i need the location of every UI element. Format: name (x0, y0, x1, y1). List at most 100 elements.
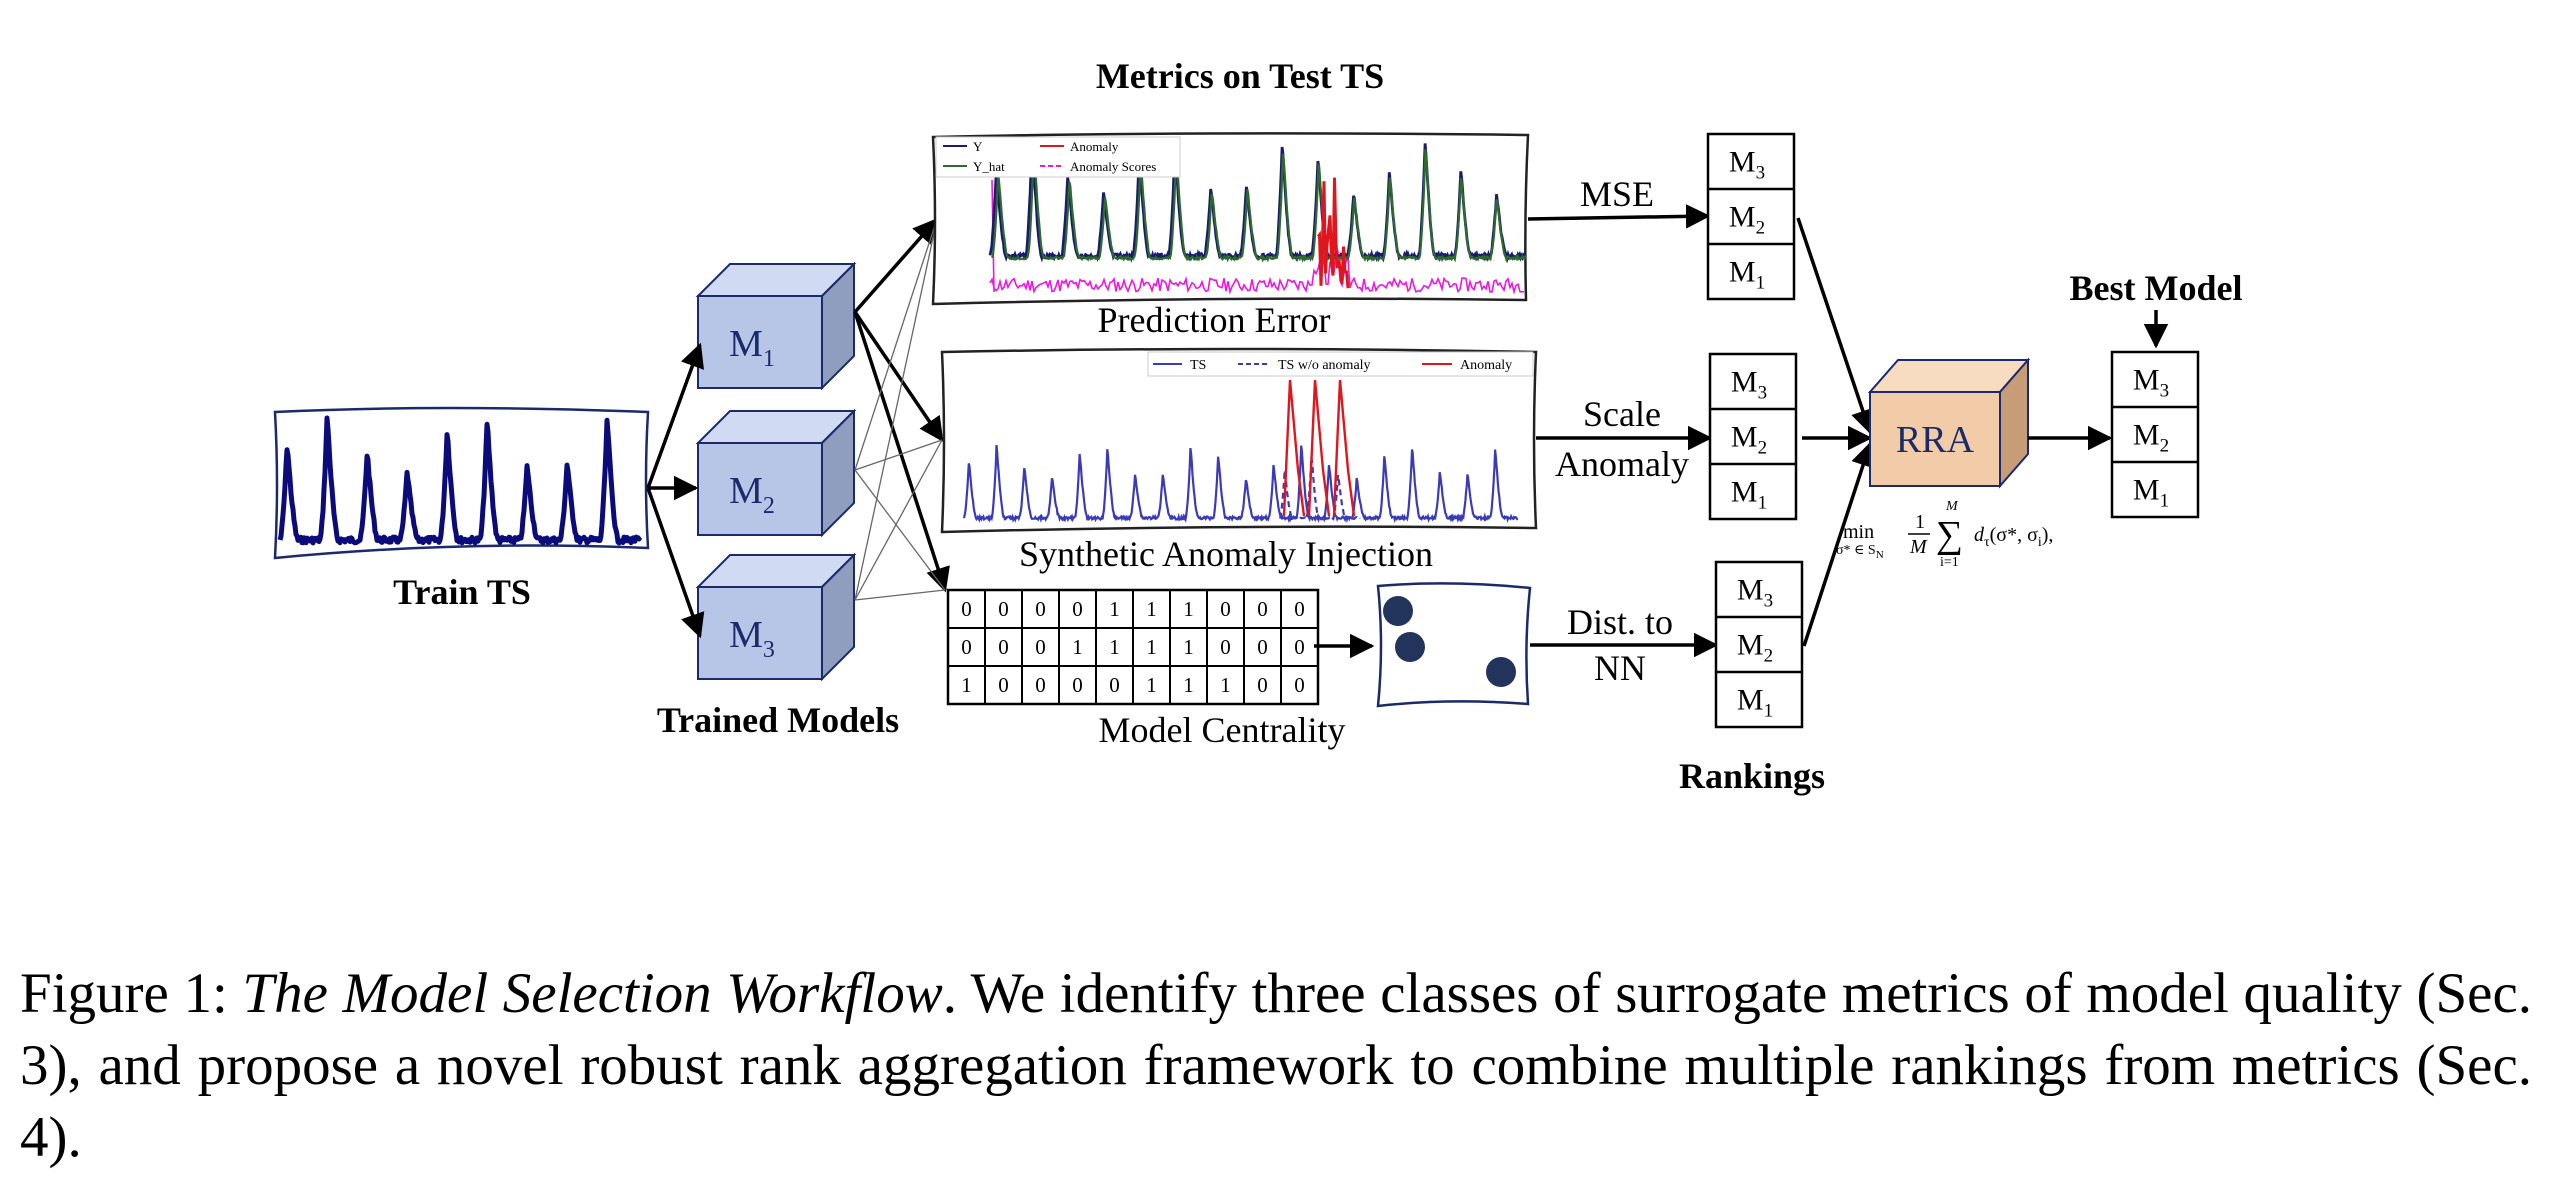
legend-anomaly-scores: Anomaly Scores (1070, 159, 1156, 174)
matrix-value: 0 (1035, 673, 1046, 697)
trained-models-label: Trained Models (657, 700, 899, 740)
prediction-error-legend: Y Y_hat Anomaly Anomaly Scores (935, 136, 1181, 178)
workflow-figure: Train TS M1 M2 M3 Trained Models (273, 56, 2243, 796)
ranking-entry: M3 (2133, 364, 2169, 402)
train-ts-frame (273, 406, 650, 560)
matrix-value: 1 (1220, 673, 1231, 697)
matrix-value: 0 (1294, 635, 1305, 659)
prediction-error-label: Prediction Error (1098, 300, 1331, 340)
formula-min: min (1843, 521, 1874, 543)
ranking-entry: M1 (1729, 256, 1765, 294)
legend-anomaly: Anomaly (1070, 139, 1119, 154)
formula-frac-den: M (1909, 536, 1928, 558)
metrics-title: Metrics on Test TS (1096, 56, 1384, 96)
ranking-entry: M3 (1737, 574, 1773, 612)
train-ts-panel (273, 406, 650, 560)
embedding-point (1395, 632, 1425, 662)
legend-ts-wo-anomaly: TS w/o anomaly (1278, 358, 1371, 373)
embedding-point (1486, 657, 1516, 687)
train-ts-label: Train TS (393, 572, 531, 612)
matrix-value: 1 (1109, 635, 1120, 659)
matrix-value: 0 (1257, 635, 1268, 659)
model-cube-1: M1 (695, 261, 857, 391)
model-to-metric-arrows (853, 218, 950, 593)
matrix-value: 0 (1072, 673, 1083, 697)
synthetic-legend: TS TS w/o anomaly Anomaly (1147, 351, 1534, 377)
model-centrality-label: Model Centrality (1099, 710, 1346, 750)
matrix-value: 0 (1257, 673, 1268, 697)
model-cube-2: M2 (695, 408, 857, 538)
legend-y-hat: Y_hat (973, 159, 1005, 174)
matrix-value: 0 (998, 635, 1009, 659)
matrix-value: 1 (1183, 597, 1194, 621)
caption-prefix: Figure 1: (20, 962, 243, 1025)
model-cube-3-label: M3 (729, 614, 775, 663)
formula-sum-top: M (1945, 499, 1959, 514)
synthetic-anomaly-plot: TS TS w/o anomaly Anomaly (940, 347, 1538, 534)
matrix-value: 0 (1220, 635, 1231, 659)
legend-y: Y (973, 139, 983, 154)
matrix-cell: 0 (1280, 665, 1319, 705)
matrix-value: 1 (1146, 597, 1157, 621)
matrix-value: 1 (1146, 635, 1157, 659)
legend-ts: TS (1190, 358, 1206, 373)
ranking-entry: M2 (1729, 201, 1765, 239)
matrix-value: 1 (1146, 673, 1157, 697)
rra-formula: min σ* ∈ SN 1 M M ∑ i=1 dτ(σ*, σi), (1836, 499, 2053, 570)
embedding-point (1383, 596, 1413, 626)
model-cube-1-label: M1 (729, 323, 775, 372)
injected-anomaly-trace (1282, 379, 1356, 517)
rankings-label: Rankings (1679, 756, 1825, 796)
matrix-value: 0 (1220, 597, 1231, 621)
formula-term: dτ(σ*, σi), (1974, 524, 2053, 550)
matrix-value: 0 (961, 635, 972, 659)
formula-under: σ* ∈ SN (1836, 543, 1884, 561)
formula-frac-num: 1 (1915, 511, 1925, 533)
matrix-value: 0 (1035, 635, 1046, 659)
metric-mse-label: MSE (1580, 174, 1654, 214)
matrix-value: 0 (1257, 597, 1268, 621)
legend-anomaly: Anomaly (1460, 358, 1512, 373)
metric-anomaly-label: Anomaly (1555, 444, 1689, 484)
matrix-value: 0 (998, 673, 1009, 697)
ranking-entry: M3 (1731, 366, 1767, 404)
model-to-metric-thin-arrows (854, 221, 946, 601)
matrix-value: 0 (1072, 597, 1083, 621)
caption-body: . We identify three classes of surrogate… (20, 962, 2532, 1169)
trained-models: M1 M2 M3 (695, 261, 857, 682)
formula-sum: ∑ (1936, 514, 1963, 556)
anomaly-trace (1316, 177, 1350, 289)
ranking-to-rra-arrows (1796, 217, 1875, 647)
matrix-value: 0 (1294, 673, 1305, 697)
metric-nn-label: NN (1594, 648, 1646, 688)
ranking-entry: M2 (2133, 419, 2169, 457)
ranking-entry: M2 (1737, 629, 1773, 667)
model-cube-3: M3 (695, 552, 857, 682)
y-hat-trace (990, 149, 1527, 263)
caption-title: The Model Selection Workflow (242, 962, 943, 1025)
matrix-value: 0 (1035, 597, 1046, 621)
matrix-value: 1 (961, 673, 972, 697)
ranking-entry: M3 (1729, 146, 1765, 184)
ranking-entry: M1 (2133, 474, 2169, 512)
figure-caption: Figure 1: The Model Selection Workflow. … (20, 958, 2532, 1174)
matrix-value: 1 (1109, 597, 1120, 621)
matrix-value: 1 (1072, 635, 1083, 659)
model-cube-2-label: M2 (729, 470, 775, 519)
ranking-entry: M2 (1731, 421, 1767, 459)
matrix-value: 0 (998, 597, 1009, 621)
synthetic-anomaly-label: Synthetic Anomaly Injection (1019, 534, 1433, 574)
train-ts-wave (277, 415, 643, 546)
formula-sum-bottom: i=1 (1940, 555, 1959, 570)
rra-label: RRA (1896, 419, 1975, 461)
matrix-value: 0 (1109, 673, 1120, 697)
rra-cube: RRA (1867, 357, 2031, 489)
ranking-entry: M1 (1737, 684, 1773, 722)
best-model-label: Best Model (2070, 268, 2243, 308)
